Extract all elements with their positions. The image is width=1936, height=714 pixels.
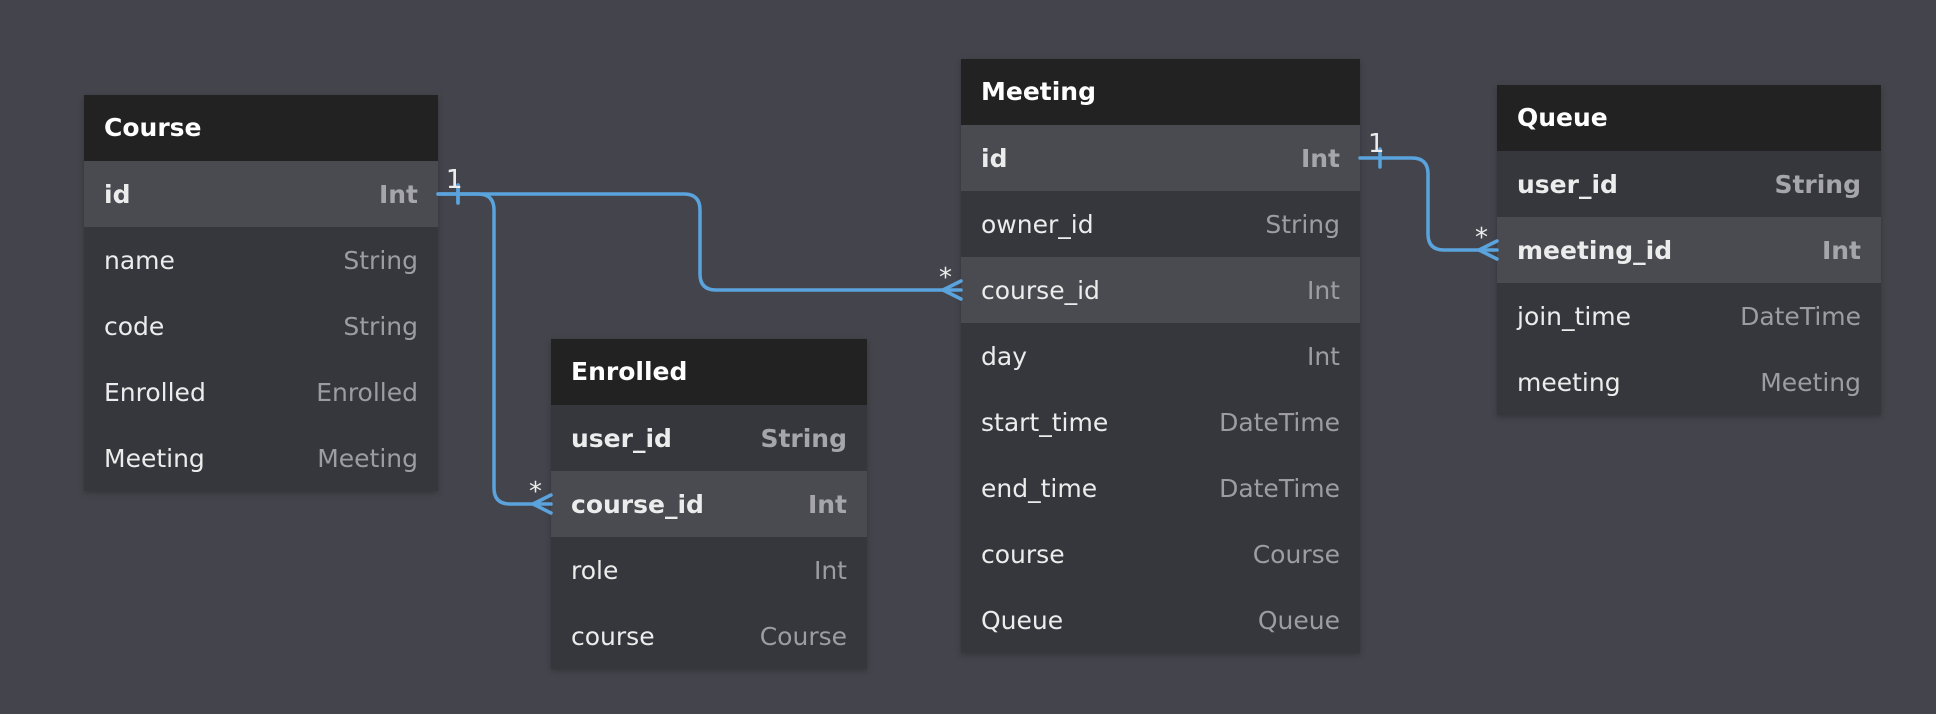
field-row-user-id[interactable]: user_id String — [1497, 151, 1881, 217]
cardinality-many-label: * — [1475, 223, 1488, 253]
field-name: name — [104, 245, 175, 275]
field-row-role[interactable]: role Int — [551, 537, 867, 603]
field-name: Enrolled — [104, 377, 206, 407]
field-row-name[interactable]: name String — [84, 227, 438, 293]
field-name: owner_id — [981, 209, 1094, 239]
field-type: String — [343, 245, 418, 275]
field-type: Enrolled — [316, 377, 418, 407]
cardinality-many-label: * — [529, 477, 542, 507]
field-type: DateTime — [1740, 301, 1861, 331]
field-type: Int — [1821, 235, 1861, 265]
field-name: id — [981, 143, 1008, 173]
field-row-enrolled[interactable]: Enrolled Enrolled — [84, 359, 438, 425]
field-name: meeting_id — [1517, 235, 1673, 265]
field-name: end_time — [981, 473, 1098, 503]
field-type: Int — [813, 555, 847, 585]
table-title[interactable]: Course — [84, 95, 438, 161]
field-row-course[interactable]: course Course — [551, 603, 867, 669]
many-marker-icon — [1477, 239, 1499, 261]
field-row-course-id[interactable]: course_id Int — [961, 257, 1360, 323]
field-name: Queue — [981, 605, 1064, 635]
field-type: Meeting — [317, 443, 418, 473]
field-name: join_time — [1517, 301, 1632, 331]
field-name: day — [981, 341, 1027, 371]
table-queue[interactable]: Queue user_id String meeting_id Int join_time… — [1497, 85, 1881, 415]
field-name: course — [981, 539, 1065, 569]
field-row-end-time[interactable]: end_time DateTime — [961, 455, 1360, 521]
field-row-join-time[interactable]: join_time DateTime — [1497, 283, 1881, 349]
cardinality-one-label: 1 — [446, 165, 463, 195]
field-name: code — [104, 311, 165, 341]
field-row-id[interactable]: id Int — [961, 125, 1360, 191]
field-row-meeting[interactable]: Meeting Meeting — [84, 425, 438, 491]
table-title[interactable]: Enrolled — [551, 339, 867, 405]
field-type: DateTime — [1219, 473, 1340, 503]
field-name: user_id — [571, 423, 672, 453]
many-marker-icon — [941, 279, 963, 301]
field-type: Course — [1252, 539, 1340, 569]
field-type: Int — [807, 489, 847, 519]
table-title[interactable]: Queue — [1497, 85, 1881, 151]
table-title[interactable]: Meeting — [961, 59, 1360, 125]
field-name: user_id — [1517, 169, 1618, 199]
field-type: Int — [1306, 341, 1340, 371]
field-type: String — [760, 423, 847, 453]
field-row-course-id[interactable]: course_id Int — [551, 471, 867, 537]
field-type: String — [1774, 169, 1861, 199]
field-type: String — [343, 311, 418, 341]
field-name: course — [571, 621, 655, 651]
field-row-user-id[interactable]: user_id String — [551, 405, 867, 471]
field-name: course_id — [981, 275, 1100, 305]
field-name: course_id — [571, 489, 704, 519]
field-type: Course — [759, 621, 847, 651]
relation-line — [1358, 156, 1499, 252]
field-row-meeting-id[interactable]: meeting_id Int — [1497, 217, 1881, 283]
field-name: role — [571, 555, 619, 585]
many-marker-icon — [531, 493, 553, 515]
field-type: String — [1265, 209, 1340, 239]
field-type: DateTime — [1219, 407, 1340, 437]
field-name: Meeting — [104, 443, 205, 473]
field-row-course[interactable]: course Course — [961, 521, 1360, 587]
field-type: Int — [378, 179, 418, 209]
cardinality-one-label: 1 — [1368, 129, 1385, 159]
field-row-day[interactable]: day Int — [961, 323, 1360, 389]
field-name: start_time — [981, 407, 1109, 437]
relation-line — [436, 192, 553, 506]
relation-line — [436, 192, 963, 292]
field-name: meeting — [1517, 367, 1621, 397]
field-row-owner-id[interactable]: owner_id String — [961, 191, 1360, 257]
field-row-meeting[interactable]: meeting Meeting — [1497, 349, 1881, 415]
field-row-id[interactable]: id Int — [84, 161, 438, 227]
field-row-code[interactable]: code String — [84, 293, 438, 359]
field-row-start-time[interactable]: start_time DateTime — [961, 389, 1360, 455]
field-type: Int — [1306, 275, 1340, 305]
field-type: Meeting — [1760, 367, 1861, 397]
cardinality-many-label: * — [939, 263, 952, 293]
field-type: Queue — [1257, 605, 1340, 635]
field-type: Int — [1300, 143, 1340, 173]
field-row-queue[interactable]: Queue Queue — [961, 587, 1360, 653]
field-name: id — [104, 179, 131, 209]
cardinality-one-label: 1 — [446, 165, 463, 195]
